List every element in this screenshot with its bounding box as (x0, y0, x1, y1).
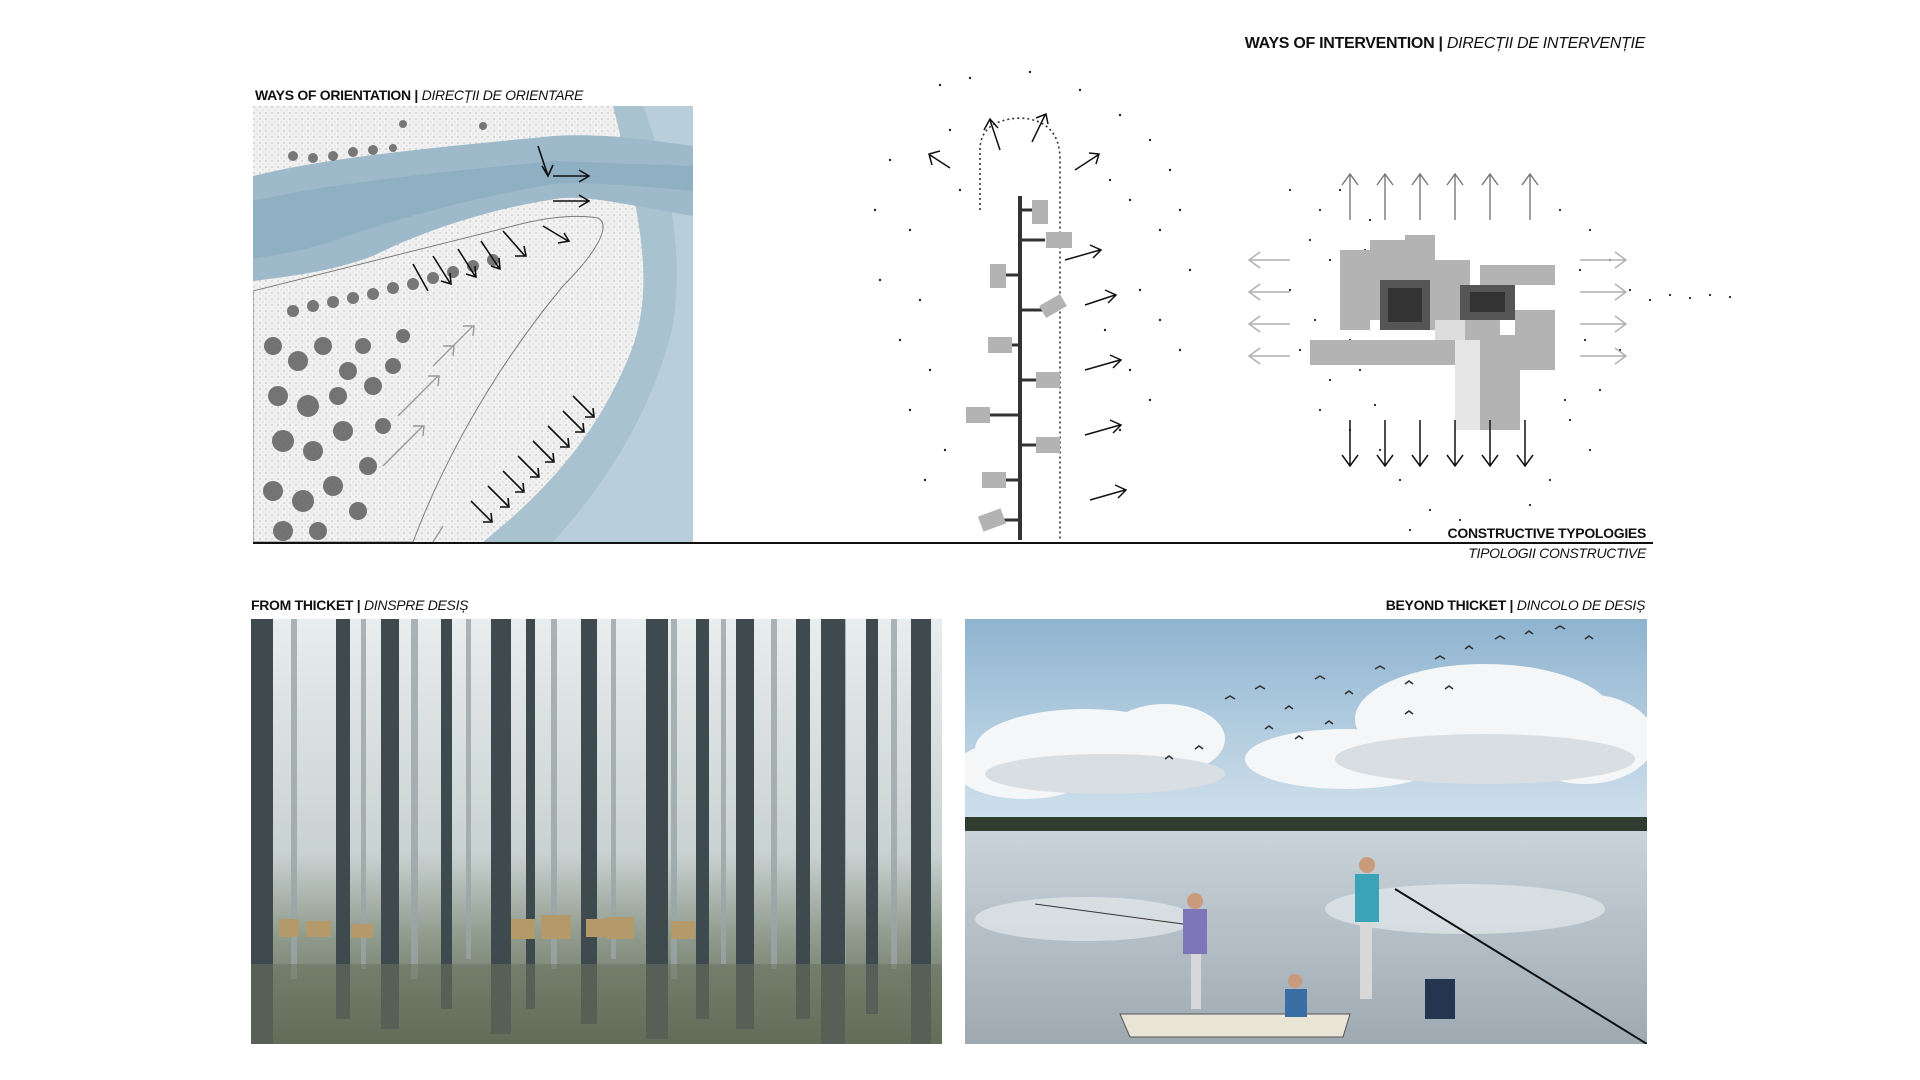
intervention-separator: | (1438, 35, 1443, 52)
orientation-separator: | (414, 87, 419, 103)
orientation-subtitle: DIRECȚII DE ORIENTARE (421, 87, 584, 103)
beyond-thicket-title: BEYOND THICKET (1385, 597, 1507, 613)
ground-line (253, 542, 1653, 544)
typologies-subheading: TIPOLOGII CONSTRUCTIVE (1468, 545, 1646, 561)
cluster-typology-diagram (1230, 150, 1740, 540)
beyond-thicket-heading: BEYOND THICKET | DINCOLO DE DESIȘ (1385, 597, 1646, 613)
from-thicket-heading: FROM THICKET | DINSPRE DESIȘ (251, 597, 469, 613)
typologies-title: CONSTRUCTIVE TYPOLOGIES (1447, 525, 1647, 541)
beyond-thicket-separator: | (1509, 597, 1514, 613)
orientation-heading: WAYS OF ORIENTATION | DIRECȚII DE ORIENT… (255, 87, 583, 103)
typologies-subtitle: TIPOLOGII CONSTRUCTIVE (1468, 545, 1646, 561)
intervention-title: WAYS OF INTERVENTION (1244, 35, 1435, 52)
intervention-subtitle: DIRECȚII DE INTERVENȚIE (1446, 35, 1645, 52)
linear-typology-diagram (860, 70, 1220, 545)
intervention-heading: WAYS OF INTERVENTION | DIRECȚII DE INTER… (1244, 35, 1646, 53)
from-thicket-title: FROM THICKET (251, 597, 354, 613)
orientation-site-plan (253, 106, 693, 542)
from-thicket-separator: | (356, 597, 361, 613)
forest-photo (251, 619, 942, 1044)
typologies-heading: CONSTRUCTIVE TYPOLOGIES (1447, 525, 1647, 541)
beyond-thicket-subtitle: DINCOLO DE DESIȘ (1516, 597, 1646, 613)
orientation-title: WAYS OF ORIENTATION (255, 87, 411, 103)
from-thicket-subtitle: DINSPRE DESIȘ (363, 597, 469, 613)
lake-fishing-photo (965, 619, 1647, 1044)
pole-extension (1647, 1044, 1727, 1048)
